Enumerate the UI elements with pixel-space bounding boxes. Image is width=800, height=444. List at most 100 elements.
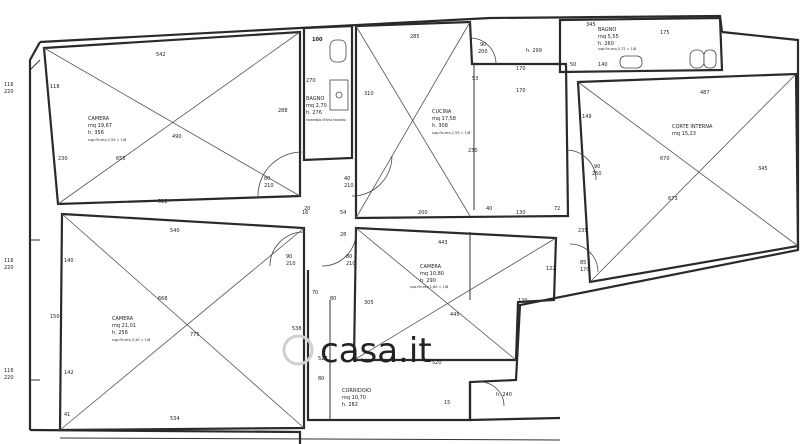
- dim-label: 170: [516, 88, 526, 94]
- room-label-bagno-1: BAGNO mq 2,70 h. 276 ricambio d'aria for…: [306, 96, 346, 122]
- dim-label: 210: [264, 183, 274, 189]
- toilet-1: [329, 39, 347, 63]
- dim-label: 15: [444, 400, 450, 406]
- room-label-cucina: CUCINA mq 17,58 h. 308 sup.fin.mq 2,55 =…: [432, 109, 470, 135]
- dim-label: 220: [4, 375, 14, 381]
- room-height: h. 308: [432, 123, 448, 129]
- room-label-camera-2: CAMERA mq 21,01 h. 256 sup.fin.mq 3,10 =…: [112, 316, 150, 342]
- room-note: ricambio d'aria forzato: [306, 118, 346, 122]
- room-height: h. 256: [112, 330, 128, 336]
- dim-label: 288: [278, 108, 288, 114]
- dim-label: 54: [340, 210, 346, 216]
- dim-label: 534: [170, 416, 180, 422]
- diag-camera-3-b: [353, 237, 557, 361]
- toilet-2: [689, 49, 705, 69]
- room-area: mq 5,55: [598, 34, 619, 40]
- diag-camera-2-a: [61, 213, 305, 429]
- dim-label: 170: [580, 267, 590, 273]
- door-swing-5: [565, 149, 597, 181]
- dim-label: 305: [364, 300, 374, 306]
- diag-camera-1-a: [43, 47, 301, 197]
- dim-label: 670: [660, 156, 670, 162]
- room-area: mq 10,80: [420, 271, 444, 277]
- walls: [28, 14, 800, 444]
- door-swing-6: [569, 243, 599, 273]
- dim-label: 140: [64, 258, 74, 264]
- dim-label: 250: [592, 171, 602, 177]
- room-height: h. 356: [88, 130, 104, 136]
- diag-camera-1-b: [57, 31, 301, 205]
- room-label-corte-interna: CORTE INTERNA mq 15,23: [672, 124, 713, 137]
- dim-label: 142: [64, 370, 74, 376]
- room-diagonals: [43, 21, 799, 431]
- dim-label: 200: [478, 49, 488, 55]
- dim-label: 116: [4, 368, 14, 374]
- room-name: BAGNO: [306, 96, 324, 102]
- dim-label: 40: [344, 176, 350, 182]
- dim-label: 90: [594, 164, 600, 170]
- dim-label: 490: [172, 134, 182, 140]
- watermark: casa.it: [282, 331, 432, 371]
- diag-camera-2-b: [59, 227, 305, 431]
- room-label-bagno-2: BAGNO mq 5,55 h. 260 sup.fin.mq 0,72 = 1…: [598, 27, 636, 51]
- dim-label: h. 299: [526, 48, 542, 54]
- sink-1: [619, 55, 643, 69]
- dim-label: h. 240: [496, 392, 512, 398]
- dim-label: 80: [264, 176, 270, 182]
- room-area: mq 2,70: [306, 103, 327, 109]
- diag-camera-3-a: [355, 227, 517, 361]
- dim-label: 527: [318, 356, 328, 362]
- diag-cucina-b: [355, 21, 471, 219]
- wall-outline-bottom: [29, 428, 302, 444]
- room-area: mq 19,67: [88, 123, 112, 129]
- dim-label: 70: [312, 290, 318, 296]
- dim-label: 775: [190, 332, 200, 338]
- room-corridoio-outline: [306, 270, 472, 422]
- room-name: CORRIDOIO: [342, 388, 371, 394]
- dim-label: 170: [516, 66, 526, 72]
- dim-label: 100: [312, 37, 323, 43]
- dim-label: 512: [158, 199, 168, 205]
- room-bagno-2-outline: [558, 16, 724, 74]
- watermark-text: casa.it: [320, 331, 432, 371]
- diag-cucina-a: [355, 25, 471, 217]
- dim-label: 235: [578, 228, 588, 234]
- room-label-camera-1: CAMERA mq 19,67 h. 356 sup.fin.mq 2,55 =…: [88, 116, 126, 142]
- dim-label: 210: [346, 261, 356, 267]
- dim-label: 50: [570, 62, 576, 68]
- door-swing-7: [469, 37, 497, 65]
- room-label-corridoio: CORRIDOIO mq 10,70 h. 282: [342, 388, 371, 408]
- dim-label: 230: [468, 148, 478, 154]
- diag-corte-a: [577, 81, 799, 247]
- room-note: sup.fin.mq 2,55 = 1/8: [432, 131, 470, 135]
- wall-bottom-line: [59, 437, 561, 441]
- dim-label: 53: [472, 76, 478, 82]
- diag-corte-b: [589, 73, 797, 283]
- dim-label: 443: [438, 240, 448, 246]
- dim-label: 122: [546, 266, 556, 272]
- room-name: CAMERA: [112, 316, 134, 322]
- door-swing-3: [269, 231, 305, 267]
- dim-label: 80: [346, 254, 352, 260]
- room-note: sup.fin.mq 1,60 = 1/8: [410, 285, 448, 289]
- dim-label: 41: [64, 412, 70, 418]
- dim-label: 130: [516, 210, 526, 216]
- dim-label: 270: [306, 78, 316, 84]
- room-name: BAGNO: [598, 27, 616, 33]
- room-label-camera-3: CAMERA mq 10,80 h. 290 sup.fin.mq 1,60 =…: [410, 264, 448, 289]
- dim-label: 210: [344, 183, 354, 189]
- room-area: mq 15,23: [672, 131, 696, 137]
- dim-label: 210: [286, 261, 296, 267]
- dim-label: 80: [330, 296, 336, 302]
- dim-label: 90: [286, 254, 292, 260]
- door-swing-4: [321, 231, 357, 267]
- bidet-2: [703, 49, 717, 69]
- room-height: h. 260: [598, 41, 614, 47]
- room-area: mq 17,58: [432, 116, 456, 122]
- dim-label: 487: [700, 90, 710, 96]
- dim-label: 40: [486, 206, 492, 212]
- dim-label: 150: [50, 314, 60, 320]
- dim-label: 220: [4, 89, 14, 95]
- dim-label: 538: [292, 326, 302, 332]
